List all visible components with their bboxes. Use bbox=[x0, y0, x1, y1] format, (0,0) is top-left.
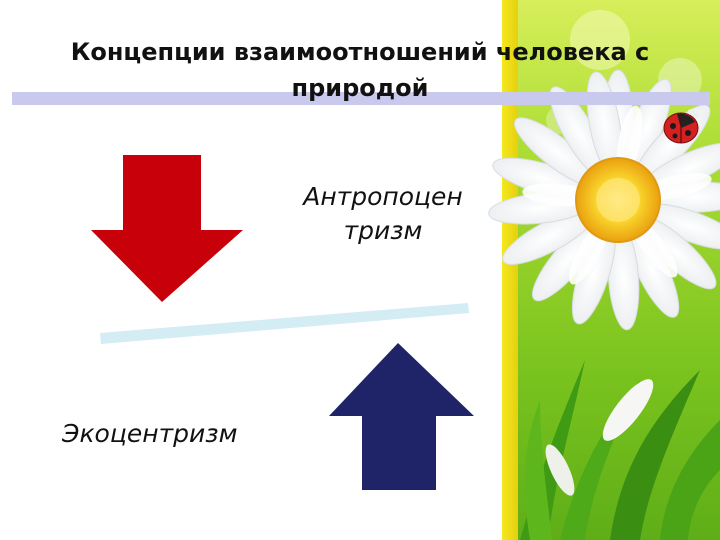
arrow-down-icon bbox=[91, 155, 243, 302]
anthropocentrism-label: Антропоцен тризм bbox=[268, 180, 498, 248]
divider-line bbox=[100, 303, 469, 344]
slide-title: Концепции взаимоотношений человека с при… bbox=[20, 34, 700, 106]
falling-petals bbox=[545, 379, 654, 496]
ecocentrism-label: Экоцентризм bbox=[62, 419, 238, 448]
slide-title-line2: природой bbox=[291, 74, 429, 102]
arrow-up-icon bbox=[329, 343, 474, 490]
anthropocentrism-label-line2: тризм bbox=[343, 216, 423, 245]
ladybug-icon bbox=[663, 109, 699, 144]
anthropocentrism-label-line1: Антропоцен bbox=[303, 182, 463, 211]
slide-title-line1: Концепции взаимоотношений человека с bbox=[70, 38, 650, 66]
title-underline bbox=[12, 92, 710, 105]
